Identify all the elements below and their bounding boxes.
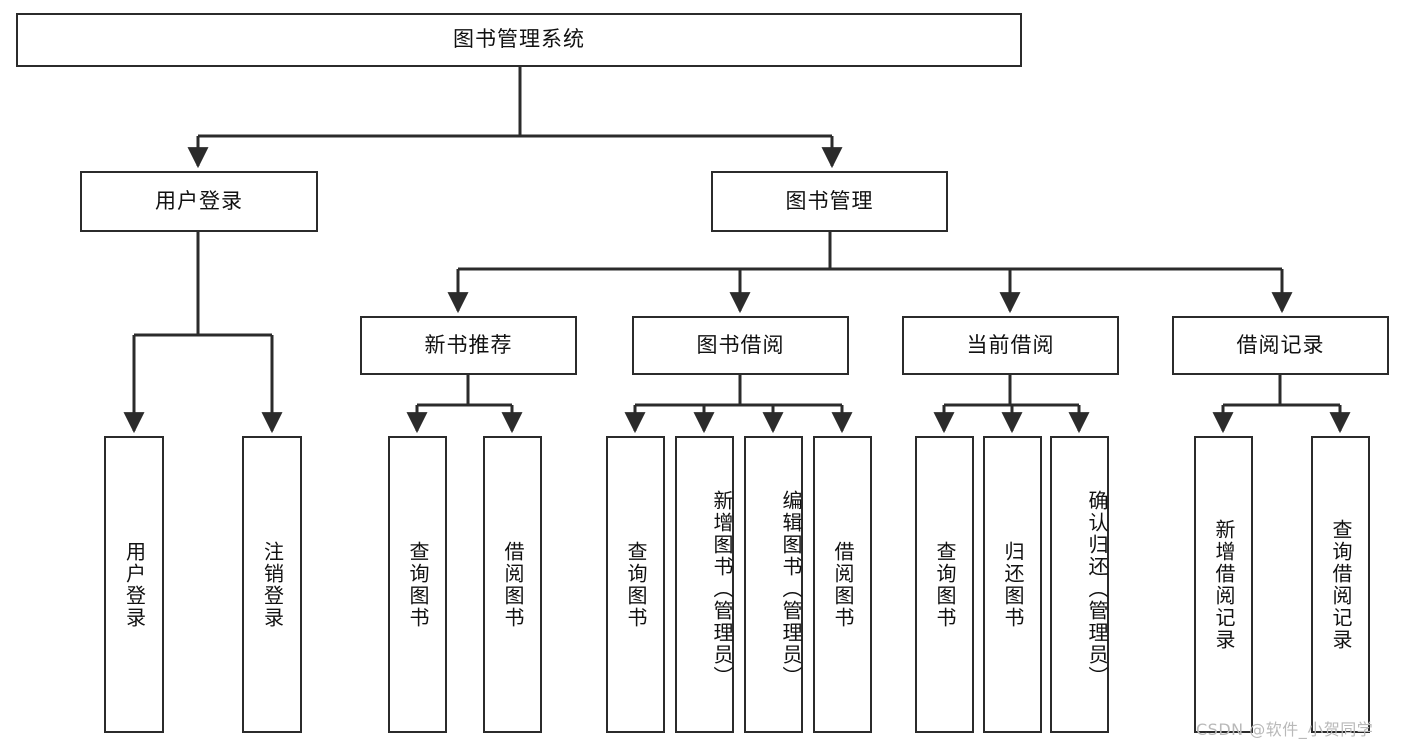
leaf-current-confirm-return[interactable]: 确认归还（管理员） — [1050, 436, 1109, 733]
leaf-borrow-query[interactable]: 查询图书 — [606, 436, 665, 733]
watermark-csdn: CSDN @软件_小贺同学 — [1196, 720, 1374, 739]
node-book-borrow[interactable]: 图书借阅 — [632, 316, 849, 375]
leaf-borrow-borrow-book[interactable]: 借阅图书 — [813, 436, 872, 733]
leaf-records-add[interactable]: 新增借阅记录 — [1194, 436, 1253, 733]
node-book-management[interactable]: 图书管理 — [711, 171, 948, 232]
leaf-current-query[interactable]: 查询图书 — [915, 436, 974, 733]
node-borrow-records[interactable]: 借阅记录 — [1172, 316, 1389, 375]
node-new-book-recommend[interactable]: 新书推荐 — [360, 316, 577, 375]
node-current-borrow[interactable]: 当前借阅 — [902, 316, 1119, 375]
leaf-new-book-borrow[interactable]: 借阅图书 — [483, 436, 542, 733]
leaf-new-book-query[interactable]: 查询图书 — [388, 436, 447, 733]
node-user-login[interactable]: 用户登录 — [80, 171, 318, 232]
leaf-borrow-edit-book[interactable]: 编辑图书（管理员） — [744, 436, 803, 733]
leaf-records-query[interactable]: 查询借阅记录 — [1311, 436, 1370, 733]
leaf-user-login-signin[interactable]: 用户登录 — [104, 436, 164, 733]
leaf-user-login-signout[interactable]: 注销登录 — [242, 436, 302, 733]
leaf-current-return[interactable]: 归还图书 — [983, 436, 1042, 733]
leaf-borrow-add-book[interactable]: 新增图书（管理员） — [675, 436, 734, 733]
node-root[interactable]: 图书管理系统 — [16, 13, 1022, 67]
